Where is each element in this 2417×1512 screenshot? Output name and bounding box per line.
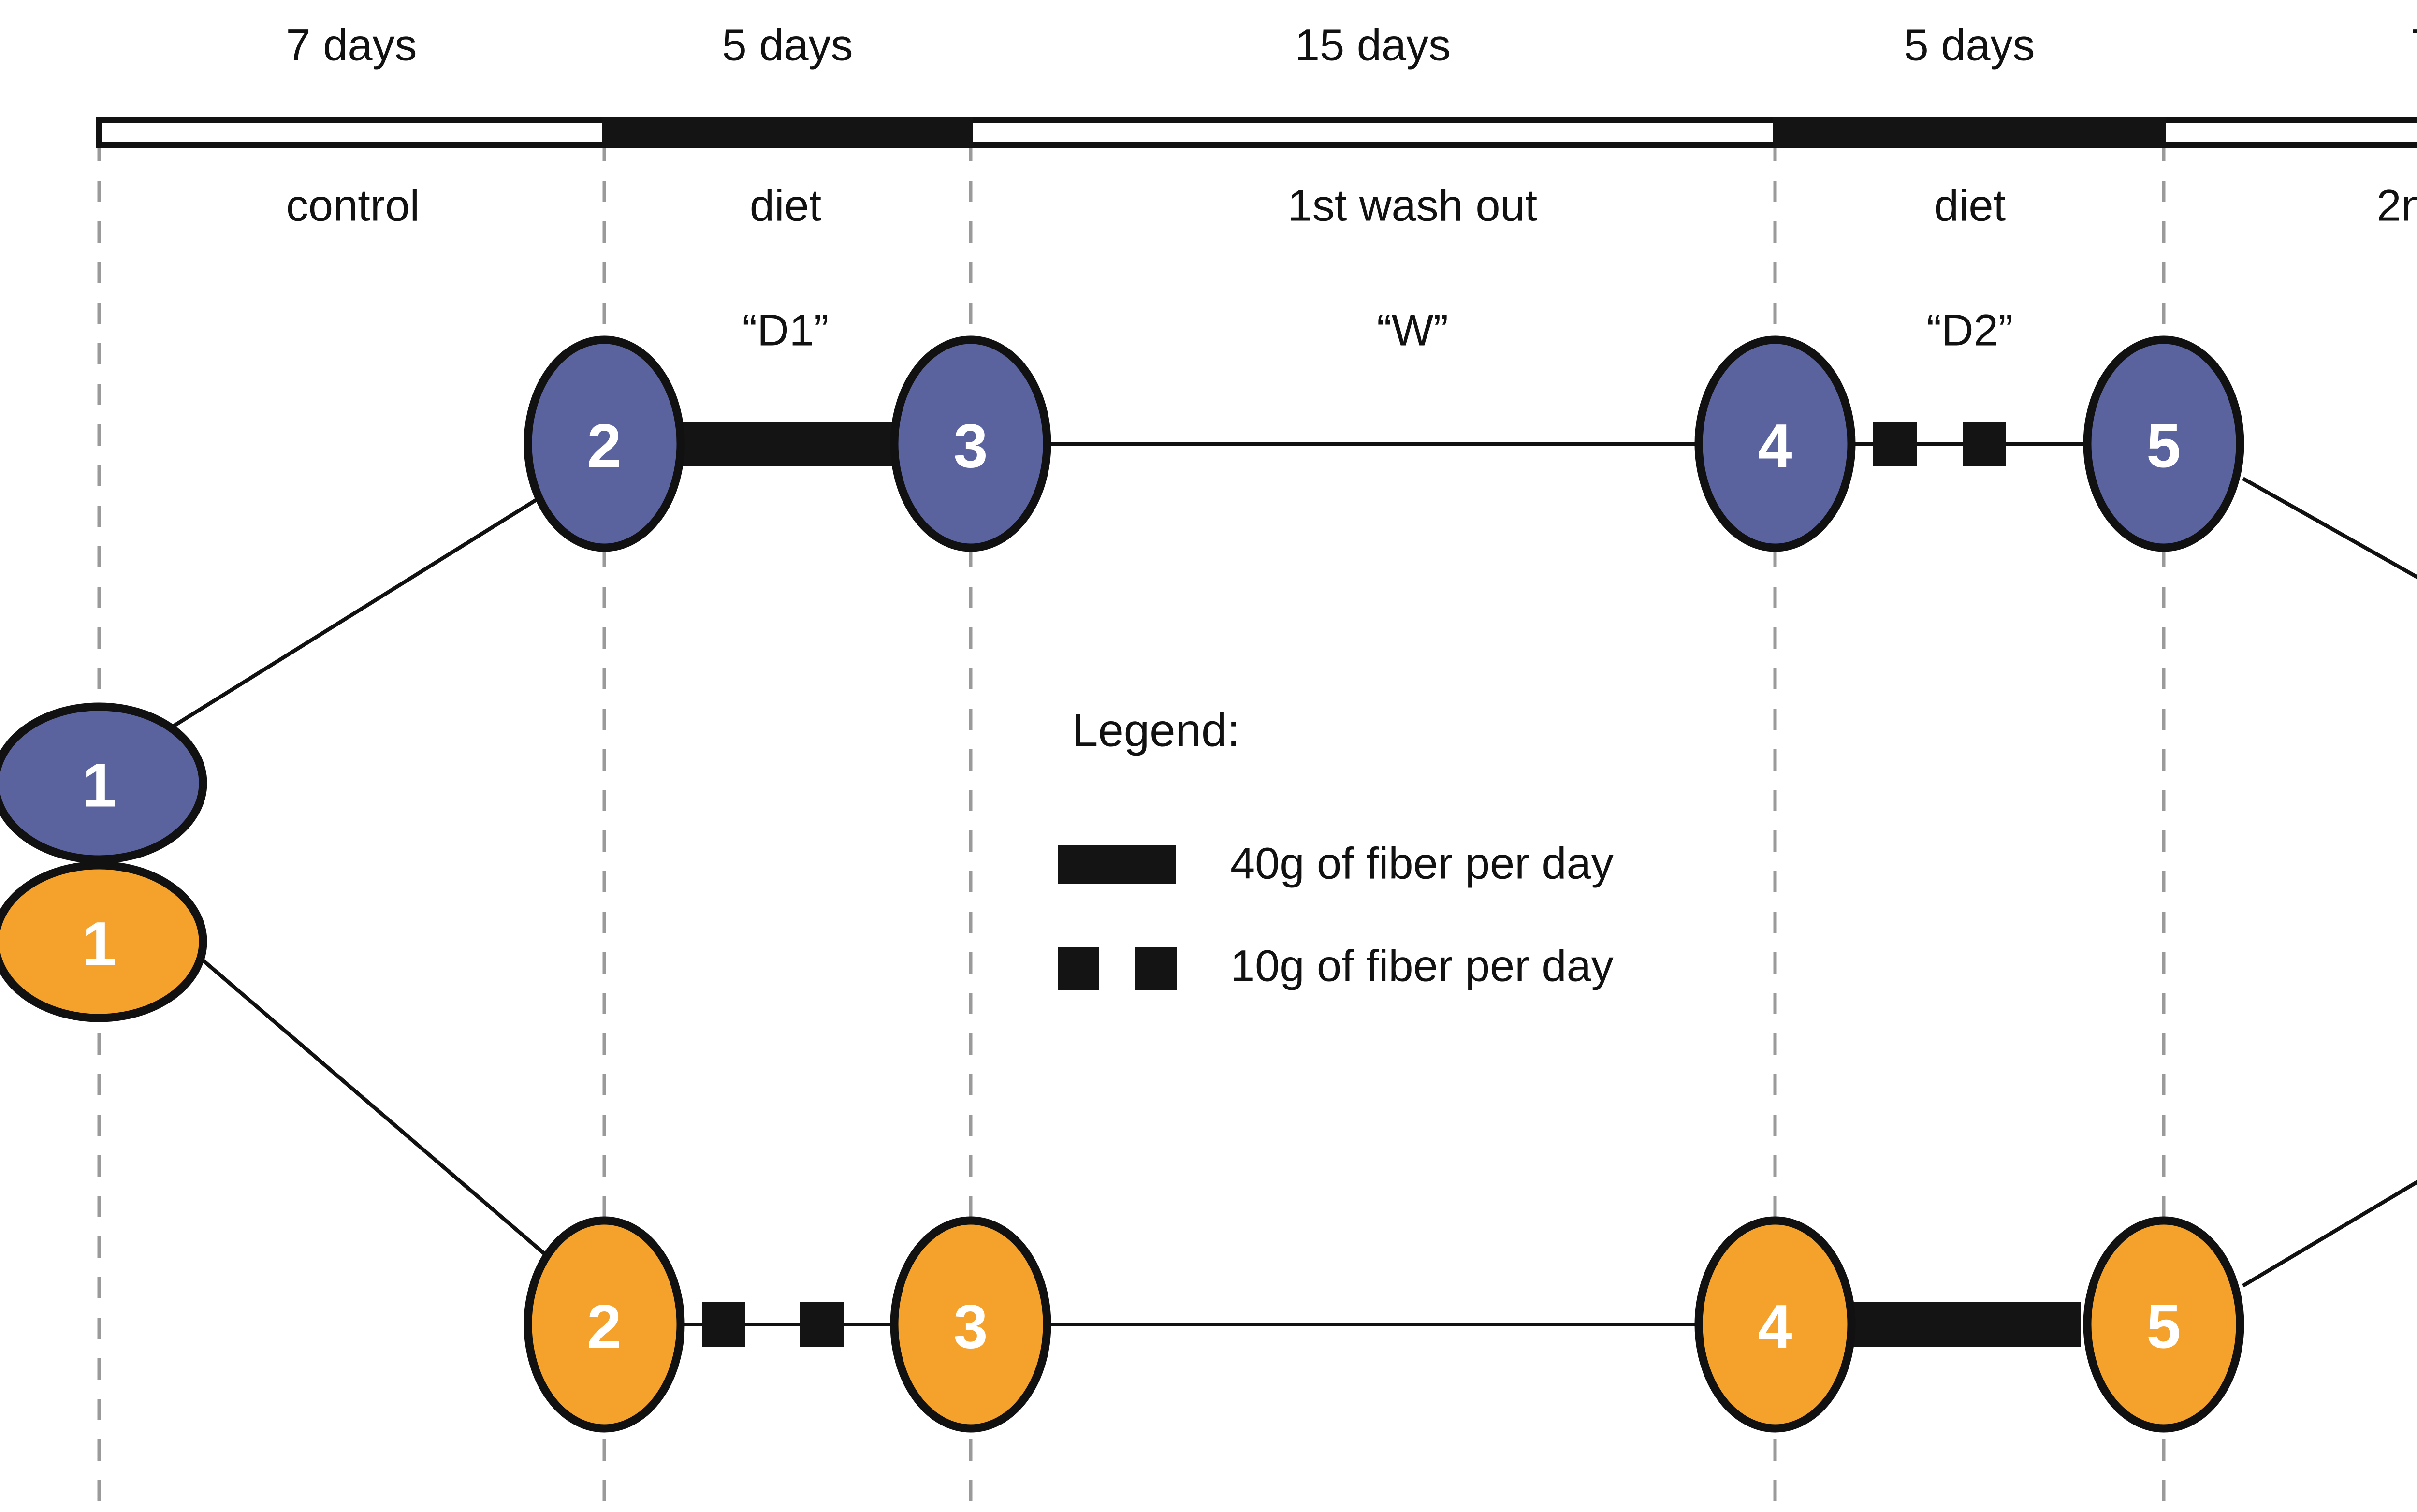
node-arm-b-2[interactable]: 2 — [524, 1216, 685, 1433]
duration-header-row: 7 days 5 days 15 days 5 days 7 days — [286, 20, 2417, 70]
arm-b-link-1-2 — [139, 904, 572, 1278]
node-arm-b-5[interactable]: 5 — [2083, 1216, 2244, 1433]
node-arm-a-1-label: 1 — [82, 751, 116, 820]
legend: Legend: 40g of fiber per day 10g of fibe… — [1058, 704, 1614, 990]
arm-b-links — [139, 904, 2417, 1347]
node-arm-a-2[interactable]: 2 — [524, 335, 685, 552]
phase-code-d1: “D1” — [743, 305, 829, 355]
node-arm-a-2-label: 2 — [587, 412, 621, 481]
legend-label-40g: 40g of fiber per day — [1230, 839, 1614, 888]
node-arm-a-4-label: 4 — [1758, 412, 1792, 481]
arm-b-link-2-3-dash-2 — [800, 1302, 844, 1347]
node-arm-a-3-label: 3 — [953, 412, 988, 481]
node-arm-a-3[interactable]: 3 — [890, 335, 1051, 552]
legend-item-40g: 40g of fiber per day — [1058, 839, 1614, 888]
node-arm-a-5-label: 5 — [2146, 412, 2181, 481]
timeline-segment-diet-1 — [602, 117, 973, 147]
duration-label-0: 7 days — [286, 20, 417, 70]
dashed-bar-icon-part-2 — [1135, 947, 1177, 990]
node-arm-b-3[interactable]: 3 — [890, 1216, 1051, 1433]
node-arm-b-3-label: 3 — [953, 1293, 988, 1362]
duration-label-2: 15 days — [1295, 20, 1451, 70]
phase-code-row: “D1” “W” “D2” — [743, 305, 2013, 355]
node-arm-b-1[interactable]: 1 — [0, 861, 207, 1022]
node-arm-b-4[interactable]: 4 — [1694, 1216, 1856, 1433]
arm-b-link-2-3-dash-1 — [702, 1302, 745, 1347]
legend-title: Legend: — [1072, 704, 1240, 756]
arm-a-link-2-3-thick-solid — [667, 422, 909, 466]
node-arm-b-4-label: 4 — [1758, 1293, 1792, 1362]
duration-label-4: 7 days — [2410, 20, 2417, 70]
arm-a-link-4-5-dash-1 — [1873, 422, 1917, 466]
phase-code-w: “W” — [1377, 305, 1448, 355]
node-arm-b-2-label: 2 — [587, 1293, 621, 1362]
arm-a-link-1-2 — [139, 477, 572, 749]
arm-b-nodes: 1 2 3 4 5 6 — [0, 861, 2244, 1433]
arm-a-link-4-5-dash-2 — [1963, 422, 2006, 466]
phase-name-diet-1: diet — [750, 181, 821, 230]
arm-a-links — [139, 422, 2417, 749]
solid-bar-icon — [1058, 845, 1176, 884]
guide-lines — [97, 140, 2166, 1507]
phase-code-d2: “D2” — [1927, 305, 2013, 355]
phase-name-washout-2: 2nd wash out — [2376, 181, 2417, 230]
arm-b-link-4-5-thick-solid — [1842, 1302, 2081, 1347]
node-arm-a-5[interactable]: 5 — [2083, 335, 2244, 552]
timeline-segment-diet-2 — [1773, 117, 2166, 147]
timeline-bar — [96, 117, 2417, 148]
duration-label-1: 5 days — [722, 20, 853, 70]
phase-name-row: control diet 1st wash out diet 2nd wash … — [286, 181, 2417, 230]
node-arm-b-1-label: 1 — [82, 910, 116, 979]
dashed-bar-icon-part-1 — [1058, 947, 1099, 990]
phase-name-washout-1: 1st wash out — [1288, 181, 1538, 230]
phase-name-diet-2: diet — [1934, 181, 2006, 230]
legend-label-10g: 10g of fiber per day — [1230, 941, 1614, 990]
node-arm-a-1[interactable]: 1 — [0, 702, 207, 864]
node-arm-a-4[interactable]: 4 — [1694, 335, 1856, 552]
phase-name-control: control — [286, 181, 420, 230]
arm-a-link-5-6 — [2242, 477, 2417, 580]
legend-item-10g: 10g of fiber per day — [1058, 941, 1614, 990]
arm-a-nodes: 1 2 3 4 5 6 — [0, 335, 2244, 864]
arm-b-link-5-6 — [2242, 1179, 2417, 1288]
duration-label-3: 5 days — [1904, 20, 2035, 70]
node-arm-b-5-label: 5 — [2146, 1293, 2181, 1362]
